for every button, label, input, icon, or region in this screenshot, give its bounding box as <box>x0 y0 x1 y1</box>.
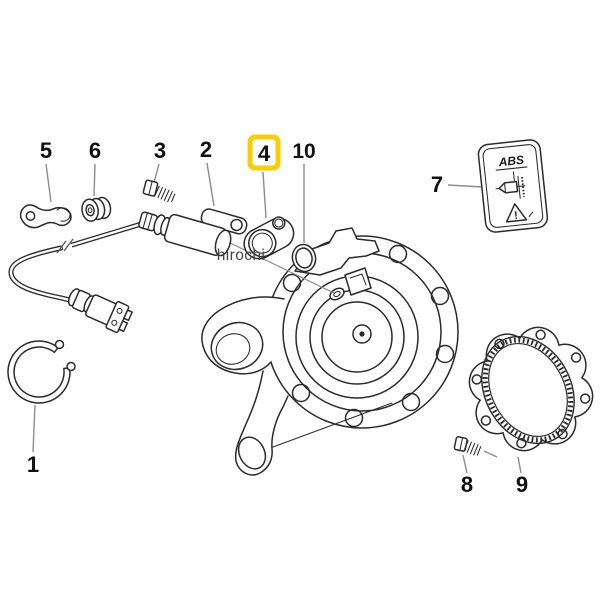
watermark: hirochi <box>217 247 265 264</box>
svg-text:3: 3 <box>154 138 166 163</box>
part-2-speed-sensor <box>138 208 248 257</box>
part-5-cable-bracket <box>19 204 72 229</box>
assembly-axis-line <box>225 240 335 294</box>
callout-9[interactable]: 9 <box>516 472 528 497</box>
callout-5[interactable]: 5 <box>40 138 52 163</box>
part-3-screw <box>142 179 176 203</box>
svg-text:5: 5 <box>40 138 52 163</box>
svg-text:2: 2 <box>200 137 212 162</box>
callout-8[interactable]: 8 <box>461 472 473 497</box>
part-4-flange-seal <box>243 216 295 260</box>
callout-7[interactable]: 7 <box>431 172 443 197</box>
housing-drawing <box>201 227 459 476</box>
cable-connector <box>67 288 133 334</box>
callout-4-highlight-box <box>247 134 281 171</box>
part-1-lock-ring <box>7 339 76 404</box>
callout-6[interactable]: 6 <box>89 138 101 163</box>
callout-2[interactable]: 2 <box>200 137 212 162</box>
part-9-gasket <box>468 326 594 452</box>
part-10-o-ring <box>291 243 317 273</box>
abs-logo-text: ABS <box>497 153 525 170</box>
abs-warning-label: ABS ! <box>477 139 549 233</box>
svg-text:7: 7 <box>431 172 443 197</box>
callout-1[interactable]: 1 <box>27 452 39 477</box>
callout-10[interactable]: 10 <box>292 140 315 163</box>
svg-text:8: 8 <box>461 472 473 497</box>
svg-text:6: 6 <box>89 138 101 163</box>
svg-text:1: 1 <box>27 452 39 477</box>
part-8-screw <box>453 436 482 456</box>
part-6-grommet <box>81 196 112 222</box>
callout-4[interactable]: 4 <box>247 134 281 171</box>
sensor-cable <box>8 219 151 334</box>
svg-text:9: 9 <box>516 472 528 497</box>
svg-text:10: 10 <box>292 140 315 163</box>
warning-triangle-icon: ! <box>505 203 534 223</box>
leader-lines <box>32 162 522 474</box>
svg-text:4: 4 <box>258 141 271 166</box>
callout-3[interactable]: 3 <box>154 138 166 163</box>
sensor-pictogram <box>495 171 526 199</box>
svg-text:!: ! <box>514 210 519 222</box>
